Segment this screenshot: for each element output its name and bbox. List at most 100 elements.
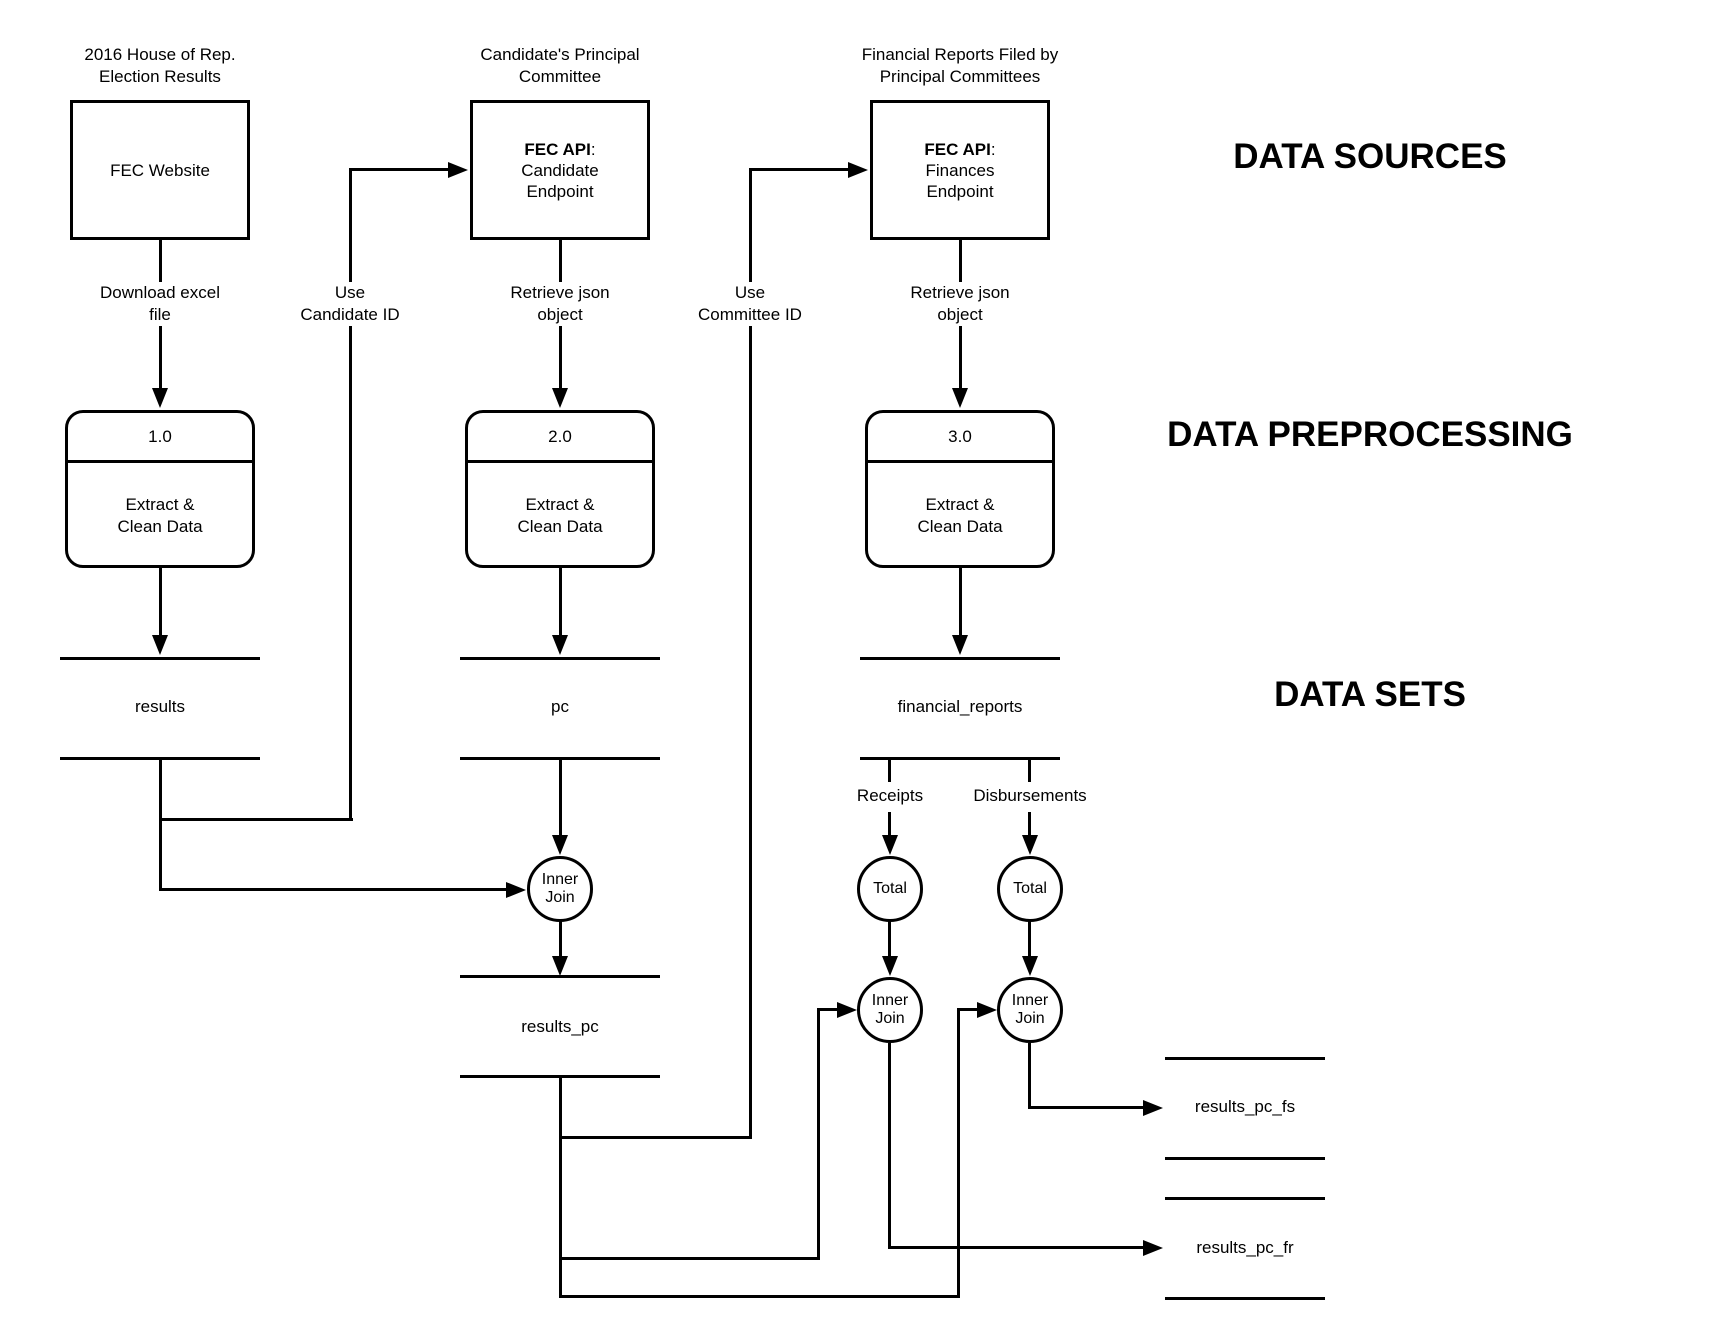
datastore-results-pc-fs-label: results_pc_fs xyxy=(1194,1097,1296,1116)
edge-process3-to-financial-reports xyxy=(959,568,962,635)
datastore-results-label: results xyxy=(134,697,186,716)
label-retrieve-json-candidate-line2: object xyxy=(537,305,583,324)
total-circle-receipts: Total xyxy=(857,856,923,922)
arrowhead-into-innerjoin2-right xyxy=(977,1002,997,1018)
label-use-candidate-id-line2: Candidate ID xyxy=(300,305,400,324)
arrowhead-into-innerjoin2-left-top xyxy=(882,956,898,976)
edge-results-riser xyxy=(159,760,162,890)
edge-disbursements-upper xyxy=(1028,760,1031,782)
edge-total-receipts-out xyxy=(888,921,891,956)
fec-api-finances-line2: Finances xyxy=(925,160,995,180)
edge-results-pc-to-use-committee xyxy=(559,1136,752,1139)
arrowhead-into-innerjoin1 xyxy=(506,882,526,898)
source-box-fec-website: FEC Website xyxy=(70,100,250,240)
edge-results-pc-branch-right-join xyxy=(559,1295,960,1298)
arrowhead-into-results-pc-fs xyxy=(1143,1100,1163,1116)
edge-use-committee-top xyxy=(749,168,850,171)
process-box-1: 1.0 Extract &Clean Data xyxy=(65,410,255,568)
arrowhead-into-process-2 xyxy=(552,388,568,408)
edge-use-committee-riser-upper xyxy=(749,170,752,282)
source-title-financial-reports-line1: Financial Reports Filed by xyxy=(861,45,1059,64)
edge-use-committee-riser-lower xyxy=(749,326,752,1138)
process-box-3: 3.0 Extract &Clean Data xyxy=(865,410,1055,568)
datastore-results-pc-bottom-line xyxy=(460,1075,660,1078)
arrowhead-into-innerjoin2-left xyxy=(837,1002,857,1018)
edge-fecwebsite-download-lower xyxy=(159,326,162,388)
edge-results-pc-branch-left-join xyxy=(559,1257,820,1260)
label-retrieve-json-finances-line2: object xyxy=(937,305,983,324)
edge-innerjoin2-right-out-riser xyxy=(1028,1043,1031,1108)
datastore-results-top-line xyxy=(60,657,260,660)
edge-innerjoin2-right-out xyxy=(1028,1106,1145,1109)
edge-pc-to-innerjoin1 xyxy=(559,760,562,835)
arrowhead-into-results-pc xyxy=(552,956,568,976)
label-download-excel-line2: file xyxy=(149,305,171,324)
arrowhead-into-results-pc-fr xyxy=(1143,1240,1163,1256)
arrowhead-into-total-disbursements xyxy=(1022,835,1038,855)
edge-results-pc-riser xyxy=(559,1078,562,1298)
datastore-pc-label: pc xyxy=(551,697,569,716)
fec-api-candidate-line1: FEC API: xyxy=(524,139,596,159)
edge-candidate-retrieve-upper xyxy=(559,240,562,282)
label-use-committee-id-line2: Committee ID xyxy=(698,305,802,324)
datastore-results-pc-label: results_pc xyxy=(521,1017,599,1036)
fec-api-candidate-line3: Endpoint xyxy=(526,181,594,201)
edge-receipts-upper xyxy=(888,760,891,782)
label-use-candidate-id-line1: Use xyxy=(334,283,366,302)
label-retrieve-json-candidate-line1: Retrieve json xyxy=(510,283,610,302)
datastore-results-pc-fs-bottom-line xyxy=(1165,1157,1325,1160)
edge-riser-to-innerjoin2-right xyxy=(957,1008,960,1298)
datastore-financial-reports-top-line xyxy=(860,657,1060,660)
process-box-2: 2.0 Extract &Clean Data xyxy=(465,410,655,568)
fec-api-candidate-line2: Candidate xyxy=(521,160,599,180)
datastore-results-pc-fs-top-line xyxy=(1165,1057,1325,1060)
edge-fecwebsite-download-upper xyxy=(159,240,162,282)
datastore-results-pc-fr-bottom-line xyxy=(1165,1297,1325,1300)
process-1-number: 1.0 xyxy=(68,413,252,463)
arrowhead-into-pc xyxy=(552,635,568,655)
datastore-pc-bottom-line xyxy=(460,757,660,760)
label-download-excel-line1: Download excel xyxy=(99,283,220,302)
datastore-results-pc-top-line xyxy=(460,975,660,978)
datastore-results-pc-fr-top-line xyxy=(1165,1197,1325,1200)
total-circle-disbursements: Total xyxy=(997,856,1063,922)
edge-receipts-lower xyxy=(888,812,891,835)
edge-process2-to-pc xyxy=(559,568,562,635)
arrowhead-into-fec-api-candidate xyxy=(448,162,468,178)
edge-use-candidate-top xyxy=(349,168,450,171)
edge-innerjoin1-out xyxy=(559,921,562,956)
arrowhead-into-fec-api-finances xyxy=(848,162,868,178)
section-header-data-preprocessing: DATA PREPROCESSING xyxy=(1167,415,1573,454)
edge-use-candidate-riser-upper xyxy=(349,170,352,282)
arrowhead-into-process-3 xyxy=(952,388,968,408)
source-box-fec-website-label: FEC Website xyxy=(110,160,210,180)
source-title-election-results-line2: Election Results xyxy=(99,67,221,86)
edge-innerjoin2-left-out-riser xyxy=(888,1043,891,1248)
datastore-results-pc-fr-label: results_pc_fr xyxy=(1196,1238,1294,1257)
edge-process1-to-results xyxy=(159,568,162,635)
edge-use-candidate-riser-lower xyxy=(349,326,352,820)
fec-api-finances-line3: Endpoint xyxy=(926,181,994,201)
edge-finances-retrieve-lower xyxy=(959,326,962,388)
datastore-financial-reports-label: financial_reports xyxy=(897,697,1023,716)
section-header-data-sources: DATA SOURCES xyxy=(1233,137,1507,176)
process-3-label: Extract &Clean Data xyxy=(917,494,1003,536)
label-retrieve-json-finances-line1: Retrieve json xyxy=(910,283,1010,302)
arrowhead-into-financial-reports xyxy=(952,635,968,655)
edge-disbursements-lower xyxy=(1028,812,1031,835)
source-box-fec-api-finances: FEC API: Finances Endpoint xyxy=(870,100,1050,240)
process-3-number: 3.0 xyxy=(868,413,1052,463)
edge-candidate-retrieve-lower xyxy=(559,326,562,388)
arrowhead-into-innerjoin1-top xyxy=(552,835,568,855)
edge-results-to-use-candidate xyxy=(159,818,353,821)
source-title-principal-committee-line2: Committee xyxy=(518,67,602,86)
section-header-data-sets: DATA SETS xyxy=(1274,675,1466,714)
label-receipts: Receipts xyxy=(856,786,924,805)
arrowhead-into-total-receipts xyxy=(882,835,898,855)
edge-into-innerjoin2-right xyxy=(957,1008,979,1011)
edge-into-innerjoin2-left xyxy=(817,1008,839,1011)
datastore-financial-reports-bottom-line xyxy=(860,757,1060,760)
process-2-number: 2.0 xyxy=(468,413,652,463)
